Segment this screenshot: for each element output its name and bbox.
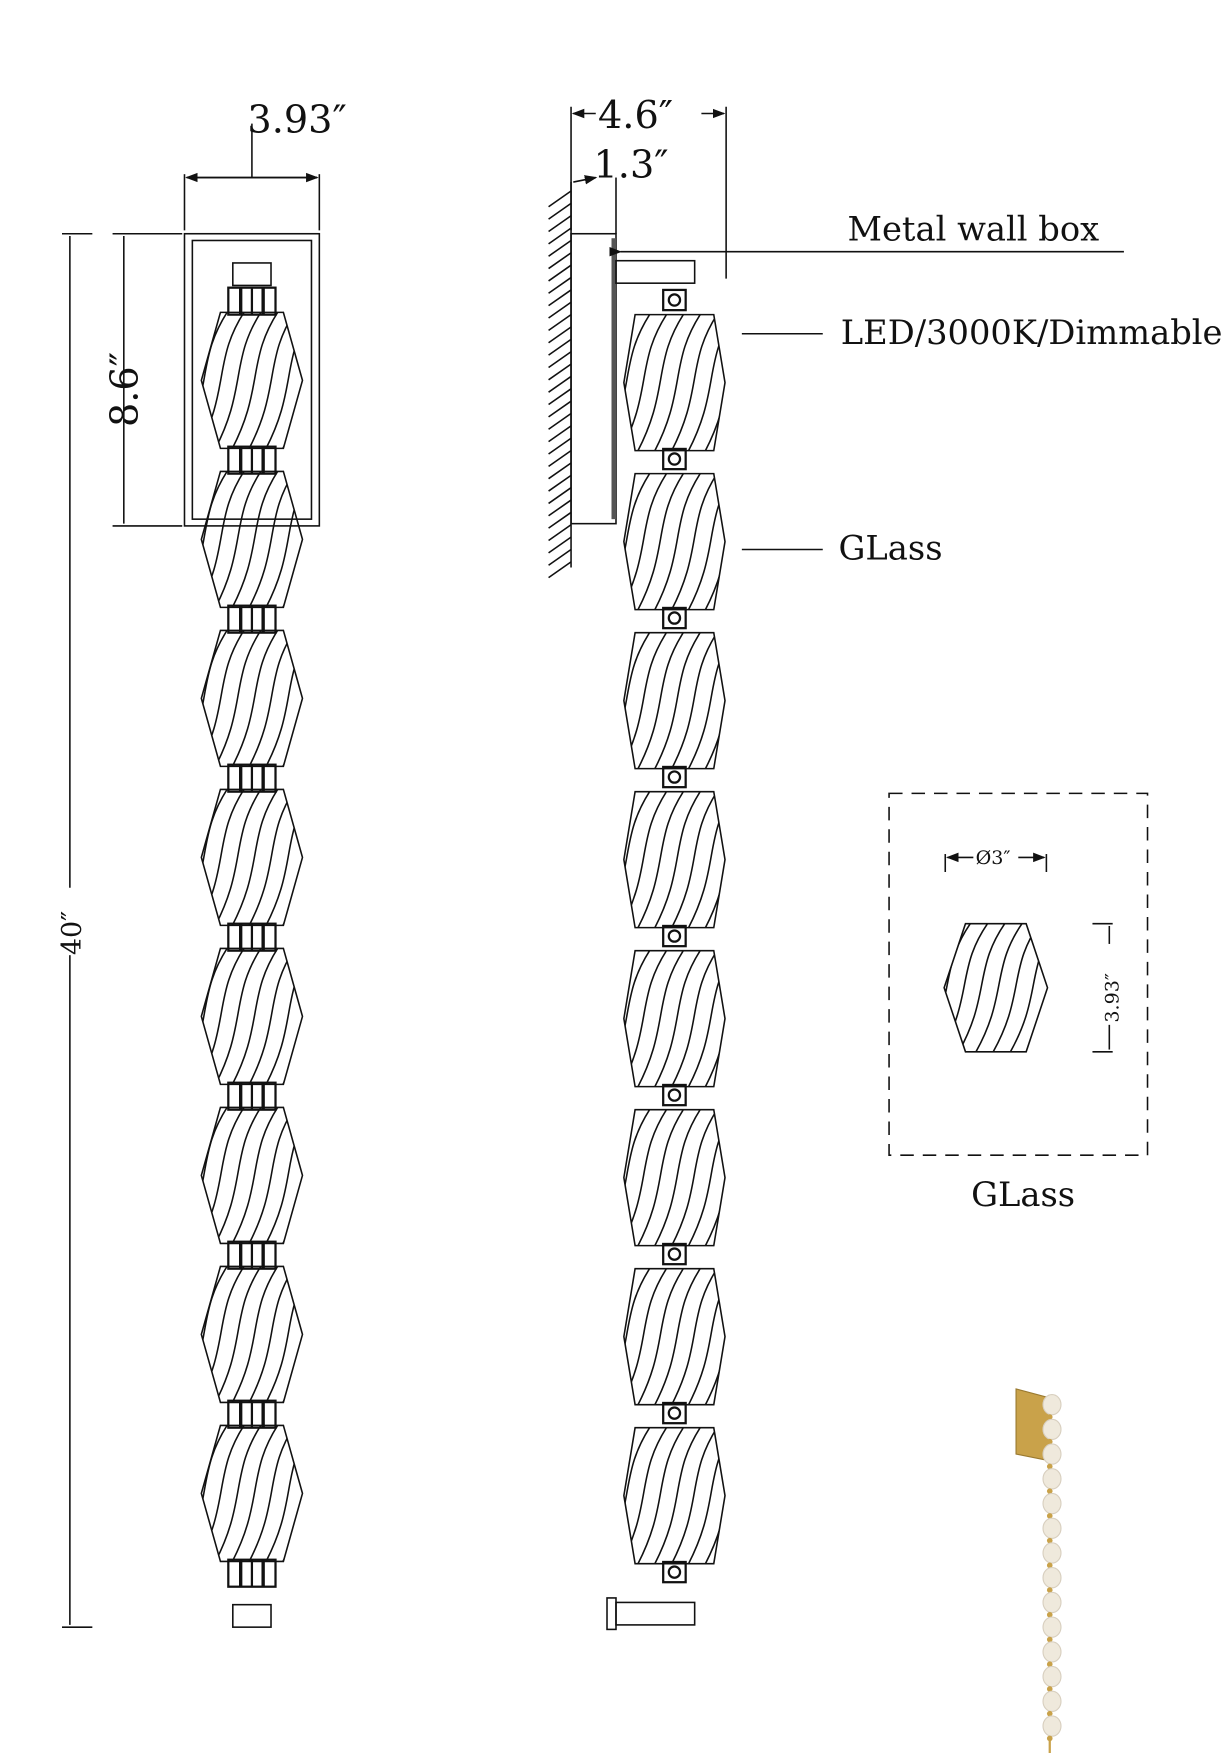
wave-lines — [623, 632, 726, 769]
wall-box-callout: Metal wall box — [847, 209, 1099, 248]
wave-lines — [623, 1109, 726, 1246]
detail-caption: GLass — [971, 1175, 1075, 1214]
glass-detail-shape — [943, 922, 1049, 1053]
side-connector — [662, 1083, 687, 1107]
photo-bead — [1042, 1665, 1062, 1688]
side-connector — [662, 1401, 687, 1425]
connector — [227, 1399, 277, 1429]
side-depth-label: 4.6″ — [598, 94, 673, 138]
glass-segment — [200, 788, 304, 927]
wave-lines — [201, 471, 303, 608]
glass-segment — [200, 1424, 304, 1563]
connector — [227, 1081, 277, 1111]
bottom-mount-plate — [232, 1603, 272, 1628]
side-box-depth-label: 1.3″ — [594, 144, 669, 188]
side-glass-segment — [623, 949, 726, 1088]
glass-shape — [943, 922, 1049, 1053]
side-connector — [662, 447, 687, 471]
product-photo — [1015, 1388, 1062, 1754]
connector — [227, 286, 277, 316]
wave-lines — [201, 789, 303, 926]
wave-lines — [201, 312, 303, 449]
side-glass-segment — [623, 631, 726, 770]
connector — [227, 763, 277, 793]
photo-bead — [1042, 1567, 1062, 1589]
photo-bead — [1042, 1542, 1062, 1564]
connector — [227, 1240, 277, 1270]
total-height-dimension: 40″ — [56, 232, 93, 1628]
photo-bead — [1042, 1517, 1062, 1539]
wave-lines — [201, 1107, 303, 1244]
wall-hatching — [548, 182, 572, 579]
photo-bead — [1042, 1715, 1062, 1737]
glass-callout: GLass — [838, 529, 942, 568]
front-wall-box — [183, 232, 321, 527]
connector — [227, 1558, 277, 1588]
photo-bead — [1042, 1591, 1062, 1614]
side-connector — [662, 924, 687, 948]
side-connector — [662, 288, 687, 312]
side-depth-dimension: 4.6″ 1.3″ — [570, 94, 727, 279]
wave-lines — [201, 630, 303, 767]
photo-bead — [1042, 1418, 1062, 1441]
photo-bead — [1042, 1616, 1062, 1638]
glass-segment — [200, 1106, 304, 1245]
side-wall-box — [570, 232, 1124, 525]
wave-lines — [944, 923, 1048, 1052]
front-width-label: 3.93″ — [247, 99, 346, 143]
glass-segment — [200, 1265, 304, 1404]
photo-bead — [1042, 1690, 1062, 1712]
connector — [227, 604, 277, 634]
wave-lines — [623, 791, 726, 928]
wave-lines — [623, 1268, 726, 1405]
side-connector — [662, 606, 687, 630]
side-connector — [662, 765, 687, 789]
wave-lines — [201, 948, 303, 1085]
side-glass-segment — [623, 1108, 726, 1247]
connector — [227, 445, 277, 475]
photo-bead — [1042, 1641, 1062, 1663]
photo-bead — [1042, 1393, 1062, 1416]
glass-segment — [200, 629, 304, 768]
wave-lines — [623, 950, 726, 1087]
connector — [227, 922, 277, 952]
box-height-label: 8.6″ — [103, 352, 147, 427]
photo-bead — [1042, 1468, 1062, 1490]
box-height-dimension: 8.6″ — [103, 232, 183, 527]
photo-bead — [1042, 1492, 1062, 1515]
side-connector — [662, 1560, 687, 1584]
top-mount-plate — [232, 262, 272, 287]
led-callout: LED/3000K/Dimmable — [841, 313, 1223, 352]
glass-detail-box: Ø3″ 3.93″ GLass — [888, 792, 1149, 1214]
front-view-chain — [200, 262, 304, 1628]
side-glass-segment — [623, 1426, 726, 1565]
side-glass-segment — [623, 1267, 726, 1406]
glass-segment — [200, 311, 304, 450]
side-glass-segment — [623, 790, 726, 929]
detail-height-label: 3.93″ — [1100, 973, 1123, 1023]
glass-segment — [200, 947, 304, 1086]
total-height-label: 40″ — [57, 911, 88, 955]
detail-diameter-label: Ø3″ — [976, 846, 1011, 869]
glass-segment — [200, 470, 304, 609]
side-bottom-arm — [606, 1597, 696, 1631]
front-width-dimension: 3.93″ — [183, 99, 347, 231]
wave-lines — [623, 1427, 726, 1564]
wave-lines — [201, 1425, 303, 1562]
side-connector — [662, 1242, 687, 1266]
wave-lines — [201, 1266, 303, 1403]
photo-bead — [1042, 1443, 1062, 1465]
